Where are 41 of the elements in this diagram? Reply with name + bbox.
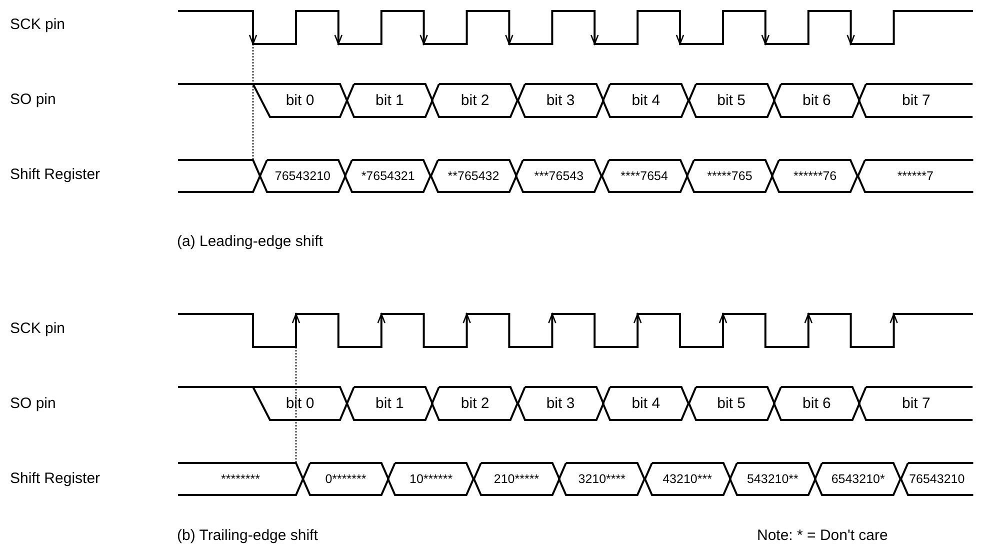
signal-name: SO pin bbox=[10, 91, 56, 109]
signal-name: SO pin bbox=[10, 395, 56, 413]
bus-data-cell: 43210*** bbox=[644, 463, 730, 495]
signal-name: Shift Register bbox=[10, 470, 100, 488]
bus-data-cell: bit 6 bbox=[774, 84, 860, 117]
bus-data-cell: bit 4 bbox=[603, 84, 689, 117]
bus-data-cell: 543210** bbox=[730, 463, 816, 495]
bus-data-cell: ****7654 bbox=[602, 160, 687, 192]
bus-data-cell: bit 5 bbox=[688, 84, 774, 117]
bus-data-cell: bit 3 bbox=[518, 84, 604, 117]
bus-data-cell: 10****** bbox=[388, 463, 474, 495]
bus-data-cell: 76543210 bbox=[900, 463, 973, 495]
diagram-caption: (b) Trailing-edge shift bbox=[177, 527, 318, 545]
signal-name: Shift Register bbox=[10, 166, 100, 184]
bus-data-cell: bit 1 bbox=[347, 84, 432, 117]
bus-data-cell: bit 5 bbox=[688, 387, 774, 420]
bus-data-cell: *****765 bbox=[687, 160, 772, 192]
bus-data-cell: bit 3 bbox=[518, 387, 604, 420]
bus-data-cell: bit 2 bbox=[432, 84, 518, 117]
bus-data-cell: bit 1 bbox=[347, 387, 432, 420]
bus-data-cell: 0******* bbox=[303, 463, 388, 495]
signal-name: SCK pin bbox=[10, 16, 66, 34]
bus-data-cell: bit 2 bbox=[432, 387, 518, 420]
bus-data-cell: bit 4 bbox=[603, 387, 689, 420]
bus-data-cell: **765432 bbox=[430, 160, 516, 192]
bus-data-cell: 3210**** bbox=[559, 463, 645, 495]
bus-data-cell: bit 6 bbox=[774, 387, 860, 420]
bus-data-cell: 76543210 bbox=[260, 160, 346, 192]
note-text: Note: * = Don't care bbox=[757, 527, 888, 545]
diagram-caption: (a) Leading-edge shift bbox=[177, 233, 323, 251]
bus-data-cell: ******76 bbox=[772, 160, 858, 192]
bus-data-cell: ***76543 bbox=[516, 160, 602, 192]
bus-data-cell: *7654321 bbox=[345, 160, 431, 192]
signal-name: SCK pin bbox=[10, 320, 66, 338]
bus-data-cell: 210***** bbox=[474, 463, 560, 495]
bus-data-cell: bit 7 bbox=[859, 387, 973, 420]
bus-data-cell: bit 7 bbox=[859, 84, 973, 117]
bus-data-cell: ******7 bbox=[858, 160, 973, 192]
bus-data-cell: bit 0 bbox=[253, 84, 347, 117]
bus-data-cell: ******** bbox=[178, 463, 303, 495]
bus-data-cell: 6543210* bbox=[815, 463, 901, 495]
